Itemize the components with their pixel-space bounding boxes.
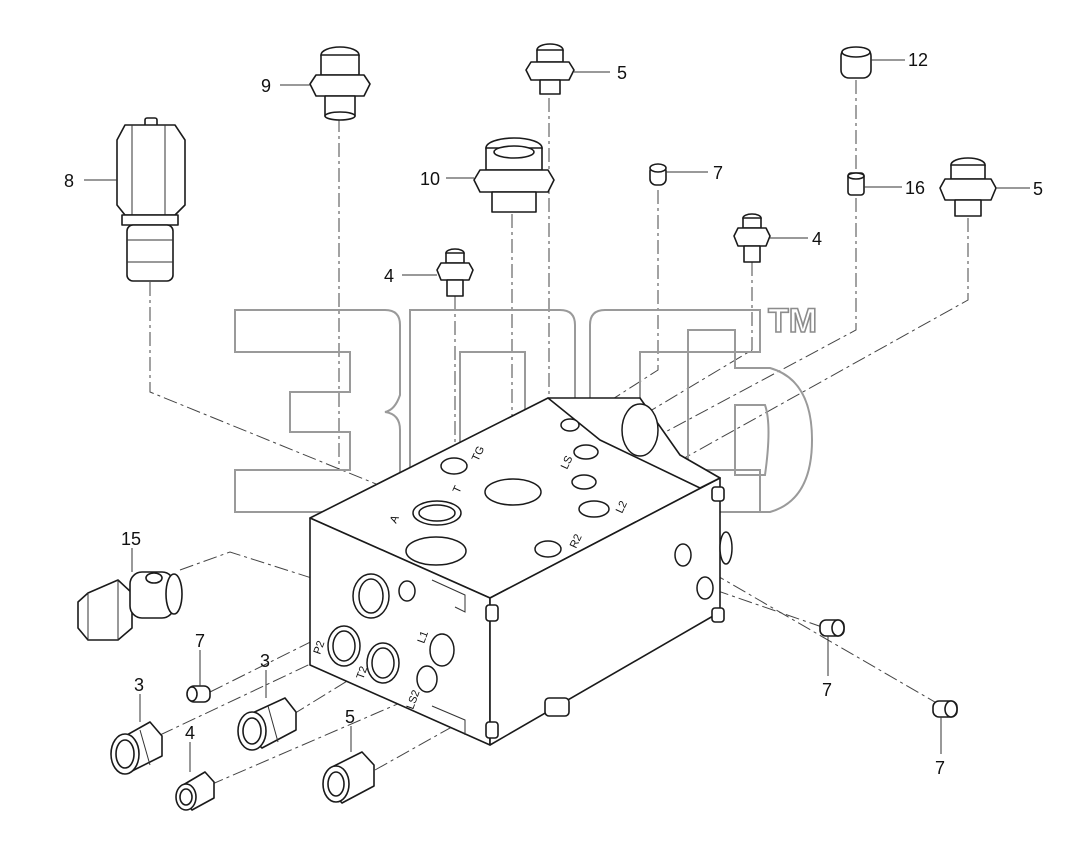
callout-15: 15 <box>121 529 141 549</box>
callout-7-left: 7 <box>195 631 205 651</box>
part-4-fitting-right <box>733 213 771 263</box>
port-label-tg: TG <box>470 444 487 463</box>
port-label-ls: LS <box>559 454 576 471</box>
part-3-adapter-center <box>237 697 297 751</box>
callout-12: 12 <box>908 50 928 70</box>
part-5-fitting-bottom <box>322 751 375 804</box>
part-7-plug-upper <box>649 163 667 186</box>
callout-7-right-middle: 7 <box>822 680 832 700</box>
callout-16: 16 <box>905 178 925 198</box>
callout-3-center: 3 <box>260 651 270 671</box>
callout-10: 10 <box>420 169 440 189</box>
callout-5-bottom: 5 <box>345 707 355 727</box>
callout-4-left: 4 <box>384 266 394 286</box>
port-label-l1: L1 <box>416 629 431 645</box>
part-7-plug-right-middle <box>819 619 845 637</box>
callout-5-right: 5 <box>1033 179 1043 199</box>
callout-7-right-bottom: 7 <box>935 758 945 778</box>
part-8-cartridge-valve <box>116 117 186 282</box>
part-15-banjo-bolt <box>77 571 183 641</box>
manifold-block: TG T A LS L2 R2 P2 T2 L1 LS2 <box>309 397 733 746</box>
callout-4-right: 4 <box>812 229 822 249</box>
part-5-fitting-top <box>525 43 575 95</box>
callout-9: 9 <box>261 76 271 96</box>
part-12-cap <box>840 46 872 79</box>
port-label-l2: L2 <box>614 499 630 515</box>
part-7-plug-left <box>186 685 211 703</box>
callout-5-top: 5 <box>617 63 627 83</box>
part-9-fitting <box>309 46 371 121</box>
callout-numbers: 8 9 5 12 10 7 16 5 4 4 15 7 3 3 4 5 7 7 <box>64 50 1043 778</box>
part-7-plug-right-bottom <box>932 700 958 718</box>
part-10-large-fitting <box>473 137 555 213</box>
callout-8: 8 <box>64 171 74 191</box>
watermark-tm-text: TM <box>768 302 817 340</box>
callout-3-left: 3 <box>134 675 144 695</box>
leader-lines <box>84 59 1030 772</box>
callout-4-bottom: 4 <box>185 723 195 743</box>
port-label-r2: R2 <box>568 532 585 550</box>
part-3-adapter-left <box>110 721 163 775</box>
port-label-t2: T2 <box>355 665 371 681</box>
part-5-fitting-right <box>939 157 997 217</box>
callout-7-upper: 7 <box>713 163 723 183</box>
port-label-t: T <box>451 484 465 495</box>
part-4-fitting-bottom <box>175 771 215 811</box>
port-label-p2: P2 <box>312 639 328 656</box>
part-4-fitting-left <box>436 248 474 297</box>
part-16-orifice <box>847 172 865 196</box>
